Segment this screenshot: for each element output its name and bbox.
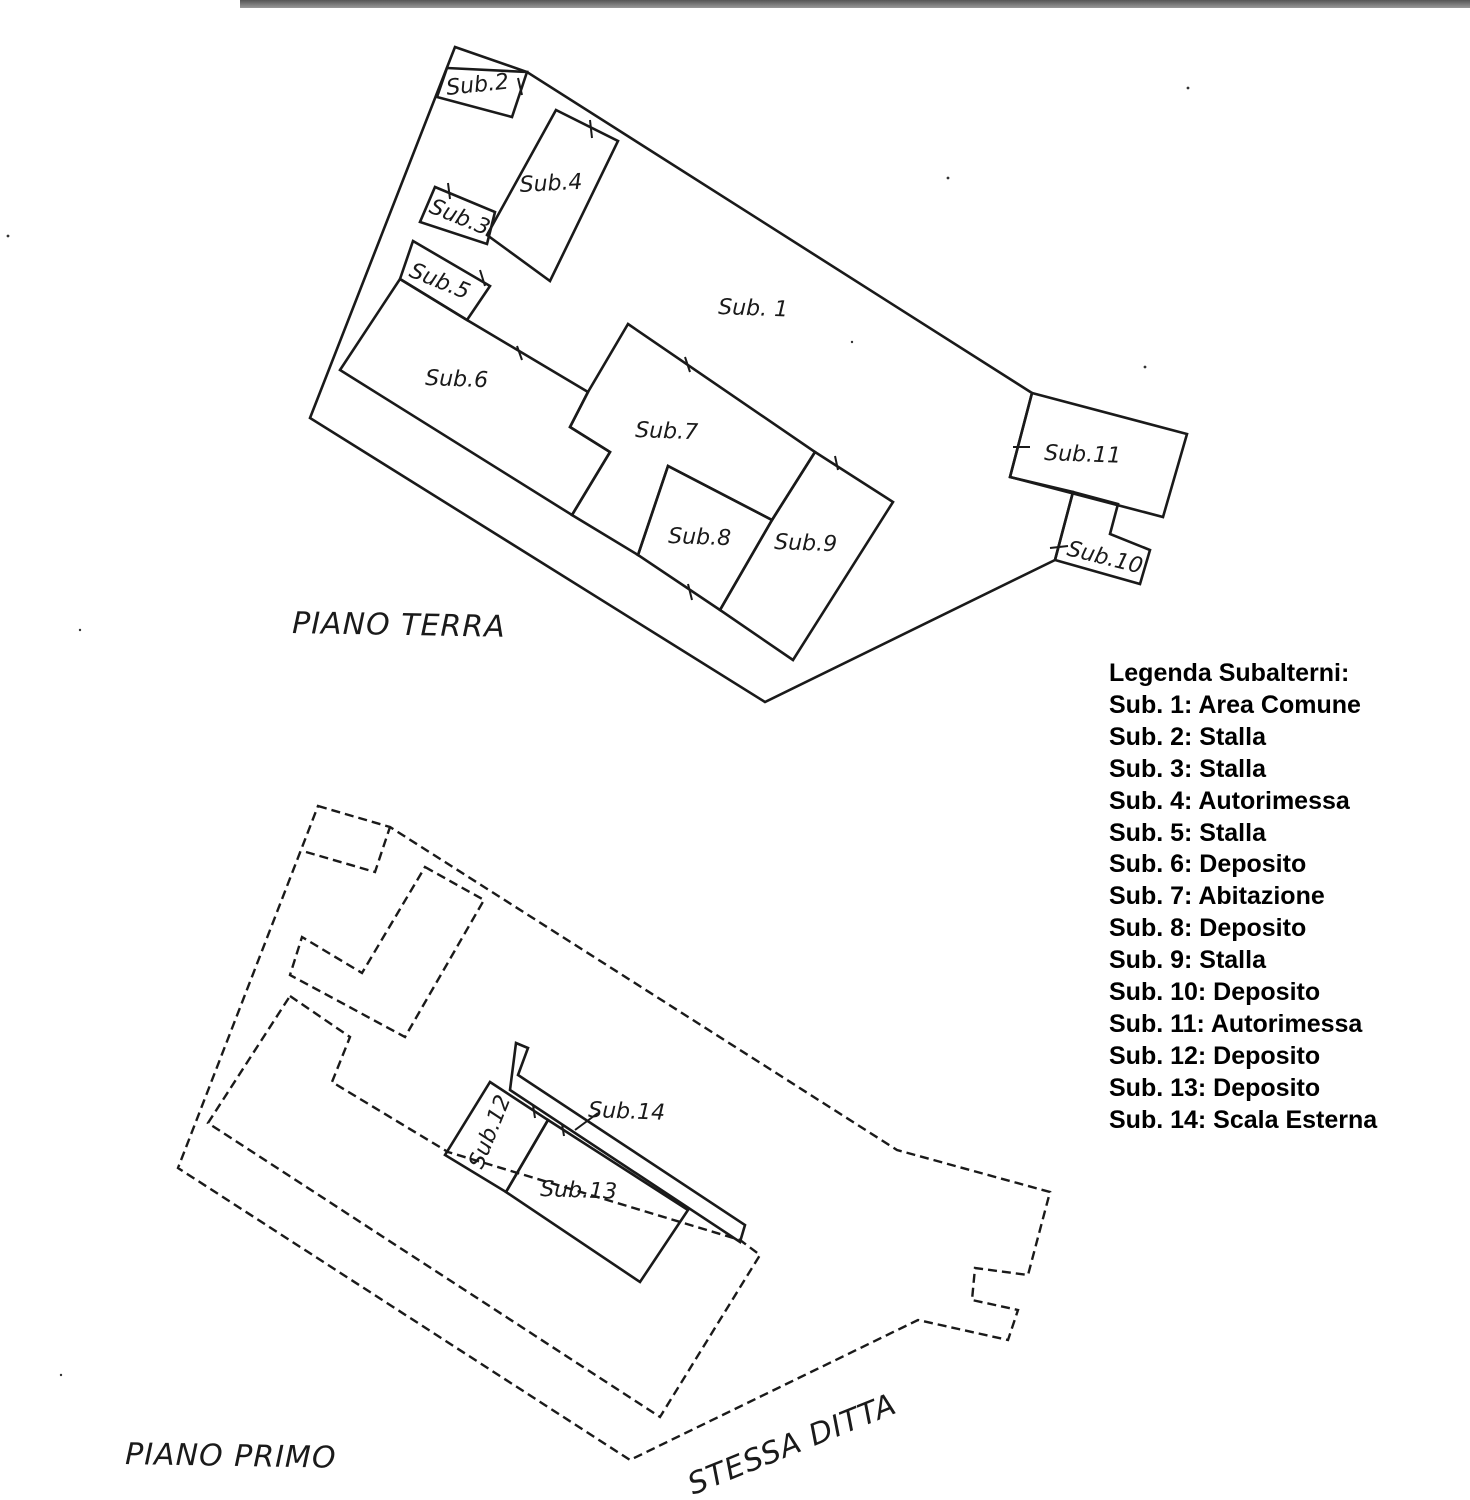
legend-item: Sub. 6: Deposito	[1109, 850, 1307, 879]
sub12-label: Sub.12	[464, 1092, 516, 1173]
first-floor-inner-outline	[206, 994, 762, 1419]
legend-item: Sub. 11: Autorimessa	[1109, 1009, 1363, 1038]
ground-floor-caption: PIANO TERRA	[292, 606, 506, 645]
sub9-room	[718, 450, 895, 662]
legend-title: Legenda Subalterni:	[1109, 659, 1350, 687]
sub2-room	[435, 66, 529, 119]
first-floor-notch	[305, 826, 392, 874]
ground-floor-plan	[308, 45, 1189, 704]
legend-item: Sub. 1: Area Comune	[1109, 690, 1361, 719]
stessa-ditta-annotation: STESSA DITTA	[683, 1387, 902, 1500]
legend-item: Sub. 8: Deposito	[1109, 914, 1307, 943]
first-floor-caption: PIANO PRIMO	[125, 1437, 337, 1476]
sub13-label: Sub.13	[540, 1177, 618, 1205]
sub7-label: Sub.7	[635, 418, 699, 445]
legend-item: Sub. 10: Deposito	[1109, 978, 1321, 1007]
sub2-label: Sub.2	[445, 70, 510, 101]
sub11-room	[1008, 391, 1189, 519]
legend-item: Sub. 13: Deposito	[1109, 1073, 1321, 1102]
sub14-stair	[508, 1041, 747, 1245]
sub14-label: Sub.14	[588, 1098, 666, 1126]
legend-item: Sub. 7: Abitazione	[1109, 882, 1325, 911]
legend-item: Sub. 9: Stalla	[1109, 946, 1266, 975]
sub10-room	[1053, 490, 1152, 586]
legend-item: Sub. 4: Autorimessa	[1109, 786, 1350, 815]
sub3-room	[418, 185, 497, 246]
legend: Legenda Subalterni: Sub. 1: Area Comune …	[1109, 658, 1377, 1137]
legend-item: Sub. 2: Stalla	[1109, 722, 1266, 751]
scan-specks	[6, 86, 1190, 1377]
sub13-room	[504, 1118, 690, 1284]
legend-item: Sub. 14: Scala Esterna	[1109, 1105, 1378, 1134]
legend-item: Sub. 5: Stalla	[1109, 818, 1266, 847]
legend-item: Sub. 12: Deposito	[1109, 1041, 1321, 1070]
sub9-label: Sub.9	[774, 530, 838, 557]
first-floor-units	[443, 1041, 747, 1284]
legend-item: Sub. 3: Stalla	[1109, 754, 1266, 783]
sub4-label: Sub.4	[519, 170, 583, 198]
scan-top-border	[240, 0, 1470, 8]
sub6-room	[338, 277, 612, 517]
sub8-label: Sub.8	[668, 524, 732, 551]
sub4-room	[485, 108, 620, 283]
first-floor-void	[288, 865, 486, 1039]
first-floor-boundary	[176, 804, 1052, 1462]
sub6-label: Sub.6	[425, 366, 489, 393]
sub11-label: Sub.11	[1044, 441, 1122, 469]
sub1-label: Sub. 1	[718, 295, 789, 322]
first-floor-plan	[176, 804, 1052, 1462]
sub5-label: Sub.5	[406, 258, 474, 305]
